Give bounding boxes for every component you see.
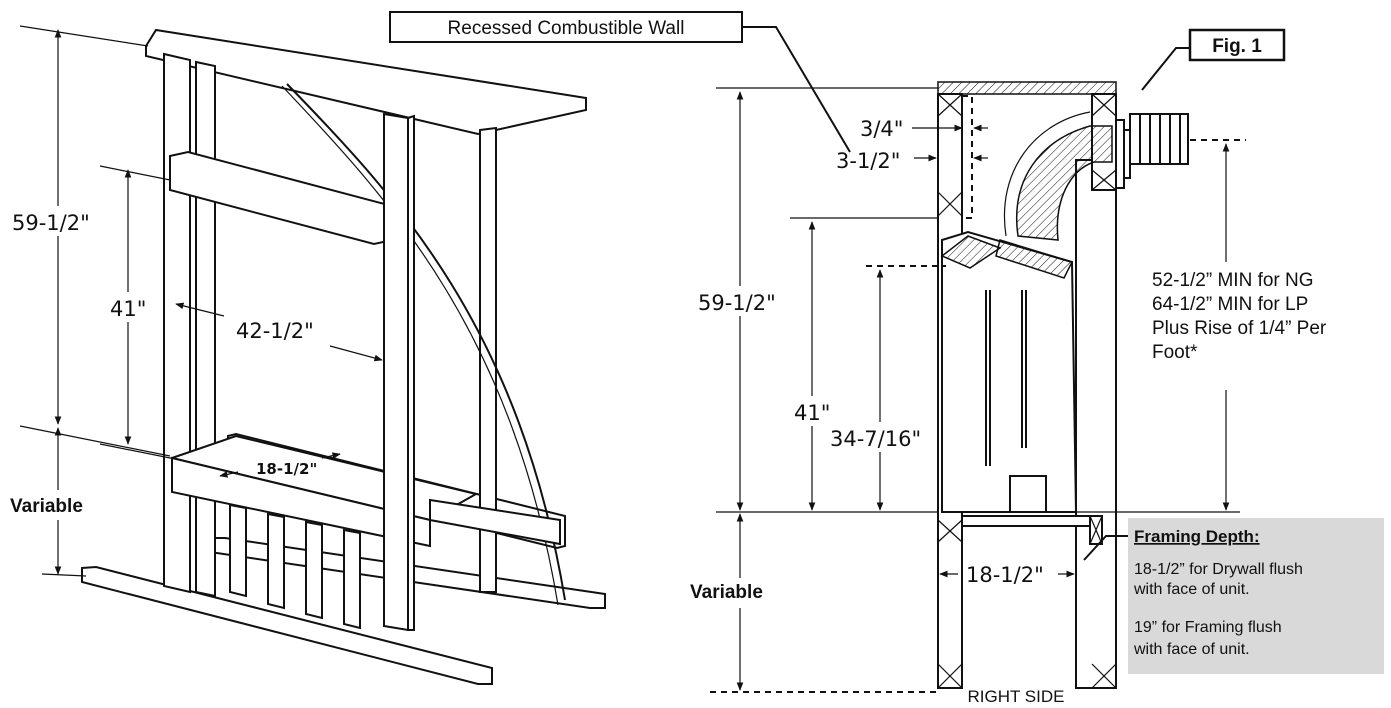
- left-variable: Variable: [10, 496, 83, 517]
- framing-depth-box: [1128, 518, 1384, 674]
- vent-note-line-1: 52-1/2” MIN for NG: [1152, 270, 1314, 291]
- framing-depth-line-1b: with face of unit.: [1133, 581, 1250, 598]
- fig-callout: Fig. 1: [1141, 28, 1286, 91]
- left-framing-view: 59-1/2" 41" 42-1/2" 18-1/2" Variable: [6, 25, 606, 685]
- floor-plate-front: [81, 565, 493, 685]
- right-dim-depth: 18-1/2": [966, 563, 1044, 587]
- section-back-wall: [1075, 159, 1117, 689]
- left-dim-height: 59-1/2": [12, 211, 90, 235]
- framing-depth-line-2a: 19” for Framing flush: [1134, 619, 1282, 636]
- front-right-stud: [383, 112, 409, 632]
- left-dim-depth: 18-1/2": [256, 460, 317, 478]
- fig-label: Fig. 1: [1212, 36, 1262, 57]
- vent-note-line-3: Plus Rise of 1/4” Per: [1152, 318, 1327, 339]
- left-dim-opening: 41": [110, 297, 146, 321]
- right-dim-three-quarter: 3/4": [860, 117, 903, 141]
- front-left-stud: [163, 52, 191, 594]
- left-dim-width: 42-1/2": [236, 319, 314, 343]
- right-section-view: 3/4" 3-1/2" 59-1/2" 41" 34-7/16" Variabl…: [688, 81, 1386, 706]
- hearth-front: [171, 456, 431, 548]
- vent-pipe: [1016, 125, 1113, 241]
- front-left-stud-2: [195, 60, 216, 598]
- recessed-wall-label: Recessed Combustible Wall: [448, 18, 685, 39]
- right-dim-opening: 41": [794, 401, 830, 425]
- vent-note-line-2: 64-1/2” MIN for LP: [1152, 294, 1308, 315]
- right-variable: Variable: [690, 582, 763, 603]
- framing-depth-note: Framing Depth: 18-1/2” for Drywall flush…: [1083, 518, 1384, 674]
- right-dim-unit-height: 34-7/16": [830, 427, 921, 451]
- right-side-label: RIGHT SIDE: [968, 687, 1065, 706]
- framing-depth-line-1a: 18-1/2” for Drywall flush: [1134, 561, 1303, 578]
- recessed-wall-callout: Recessed Combustible Wall: [389, 11, 851, 153]
- right-dim-height: 59-1/2": [698, 291, 776, 315]
- wall-curve: [286, 83, 566, 601]
- top-plate: [145, 28, 587, 136]
- back-right-stud: [479, 126, 497, 593]
- section-top-plate: [937, 81, 1117, 95]
- right-dim-three-half: 3-1/2": [836, 149, 900, 173]
- vent-note-line-4: Foot*: [1152, 342, 1198, 363]
- framing-depth-title: Framing Depth:: [1134, 527, 1260, 546]
- framing-depth-line-2b: with face of unit.: [1133, 641, 1250, 658]
- firebox: [941, 230, 1078, 513]
